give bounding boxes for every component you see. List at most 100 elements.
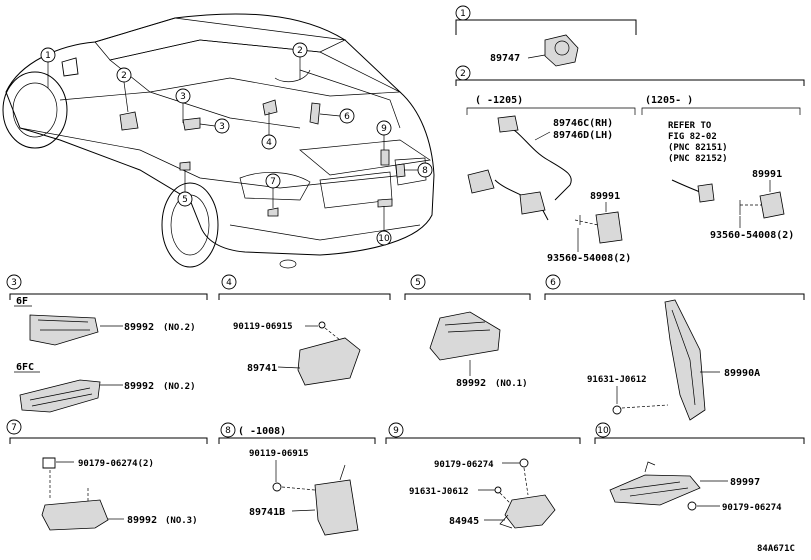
bolt-90119-label: 90119-06915 <box>233 322 293 332</box>
part-89741b-shape <box>314 479 359 536</box>
part-89746d-label: 89746D(LH) <box>553 130 613 141</box>
svg-text:3: 3 <box>180 92 186 102</box>
note-no2-a: (NO.2) <box>163 323 196 333</box>
bolt-93560-a-label: 93560-54008(2) <box>547 253 631 264</box>
car-callout-1: 1 <box>40 47 56 63</box>
car-part-4 <box>262 99 278 116</box>
part-89746c-label: 89746C(RH) <box>553 118 613 129</box>
svg-text:4: 4 <box>226 278 232 288</box>
car-wire-2 <box>274 69 311 83</box>
svg-text:6: 6 <box>550 278 556 288</box>
part-89991-a-label: 89991 <box>590 191 620 202</box>
harness-connector-left <box>467 169 495 194</box>
note-no1: (NO.1) <box>495 379 528 389</box>
car-bumper-line <box>229 224 421 241</box>
svg-text:8: 8 <box>225 426 231 436</box>
car-callout-6: 6 <box>339 108 355 124</box>
svg-text:1: 1 <box>45 51 51 61</box>
wire-b <box>671 179 701 193</box>
car-callout-9: 9 <box>376 120 392 136</box>
section-8: 8 ( -1008) 90119-06915 89741B <box>218 422 376 536</box>
car-callout-5: 5 <box>177 191 193 207</box>
part-89997-shape <box>609 474 701 506</box>
section-4: 4 90119-06915 89741 <box>218 274 391 386</box>
part-89991-b-label: 89991 <box>752 169 782 180</box>
part-89992-no3-label: 89992 <box>127 515 157 526</box>
svg-text:2: 2 <box>121 71 127 81</box>
car-window <box>109 39 402 97</box>
car-front-wheel-hub <box>12 82 58 138</box>
refer-line-1: REFER TO <box>668 121 712 131</box>
car-front-wheel <box>2 71 68 149</box>
part-89741-shape <box>297 337 361 386</box>
svg-text:2: 2 <box>460 69 466 79</box>
note-no3: (NO.3) <box>165 516 198 526</box>
nut-shape <box>42 457 56 469</box>
part-89741-label: 89741 <box>247 363 277 374</box>
harness-wire <box>504 124 572 201</box>
car-callout-2a: 2 <box>116 67 132 83</box>
bolt-90119-b-label: 90119-06915 <box>249 449 309 459</box>
car-callout-8: 8 <box>417 162 433 178</box>
car-callout-3b: 3 <box>214 118 230 134</box>
section-1: 1 89747 <box>455 5 637 67</box>
svg-text:9: 9 <box>381 124 387 134</box>
car-beltline <box>59 91 301 129</box>
part-89992-no1-label: 89992 <box>456 378 486 389</box>
car-part-6 <box>309 102 321 125</box>
part-89997-label: 89997 <box>730 477 760 488</box>
sub-6f: 6F <box>16 296 28 307</box>
range-b: (1205- ) <box>645 95 693 106</box>
svg-text:7: 7 <box>11 423 17 433</box>
car-side-mirror <box>61 57 79 77</box>
section-2: 2 ( -1205) (1205- ) 89746C(RH) 89746D(LH… <box>455 65 805 264</box>
svg-text:3: 3 <box>219 122 225 132</box>
part-89992-no1-shape <box>429 311 501 361</box>
car-part-door <box>182 117 201 131</box>
car-callout-3a: 3 <box>175 88 191 104</box>
car-rear-window-line <box>299 69 401 129</box>
note-no2-b: (NO.2) <box>163 382 196 392</box>
section-9: 9 90179-06274 91631-J0612 84945 <box>385 422 581 529</box>
car-part-5 <box>179 161 191 171</box>
svg-text:10: 10 <box>597 426 609 436</box>
refer-line-3: (PNC 82151) <box>668 143 728 153</box>
svg-text:6: 6 <box>344 112 350 122</box>
range-a: ( -1205) <box>475 95 523 106</box>
section-5: 5 89992 (NO.1) <box>404 274 531 389</box>
sub-6fc: 6FC <box>16 362 34 373</box>
part-89747-label: 89747 <box>490 53 520 64</box>
nut-90179-2-label: 90179-06274(2) <box>78 459 154 469</box>
range-8: ( -1008) <box>238 426 286 437</box>
svg-text:9: 9 <box>393 426 399 436</box>
car-side-line <box>19 127 406 189</box>
svg-text:8: 8 <box>422 166 428 176</box>
section-6: 6 89990A 91631-J0612 <box>544 274 805 421</box>
part-89741b-label: 89741B <box>249 507 285 518</box>
car-part-handle <box>119 111 139 131</box>
part-84945-label: 84945 <box>449 516 479 527</box>
part-89992-no2-a-label: 89992 <box>124 322 154 333</box>
svg-text:7: 7 <box>270 177 276 187</box>
car-trunk-lid <box>299 139 431 176</box>
car-exhaust <box>279 259 297 269</box>
part-89990a-shape <box>664 299 706 421</box>
section-7: 7 90179-06274(2) 89992 (NO.3) <box>6 419 208 531</box>
part-89992-no3-shape <box>41 499 109 531</box>
harness-connector-mid <box>519 191 546 215</box>
part-89991-b-shape <box>759 191 785 219</box>
nut-90179-10-label: 90179-06274 <box>722 503 782 513</box>
diagram-code: 84A671C <box>757 544 795 554</box>
part-89747-shape <box>544 34 579 67</box>
connector-b <box>697 183 715 203</box>
svg-text:10: 10 <box>378 234 390 244</box>
refer-line-2: FIG 82-02 <box>668 132 717 142</box>
car-rear-wheel <box>161 182 219 268</box>
car-callout-2b: 2 <box>292 42 308 58</box>
svg-text:5: 5 <box>182 195 188 205</box>
car-part-7 <box>267 207 279 217</box>
refer-line-4: (PNC 82152) <box>668 154 728 164</box>
car-roof <box>94 17 347 61</box>
section-10: 10 89997 90179-06274 <box>594 422 805 513</box>
car-part-10 <box>377 198 393 208</box>
